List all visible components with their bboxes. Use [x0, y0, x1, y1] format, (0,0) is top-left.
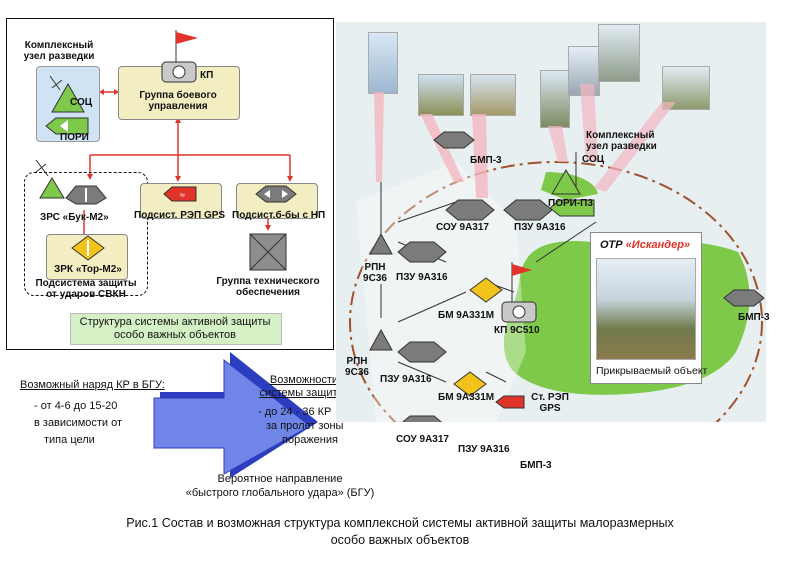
legend-buk-icon — [35, 159, 107, 205]
bmp-right-icon — [723, 289, 765, 307]
kp-flag-icon — [512, 264, 532, 276]
map-pzu-bottom-label: ПЗУ 9А316 — [458, 444, 510, 455]
kr-lines: - от 4-6 до 15-20 в зависимости от типа … — [34, 400, 123, 446]
kr-heading: Возможный наряд КР в БГУ: — [20, 379, 165, 391]
map-beams — [374, 84, 676, 383]
legend-zrs-buk-label: ЗРС «Бук-М2» — [40, 212, 109, 223]
legend-svkn-frame — [24, 172, 148, 296]
map-pzu-lower-label: ПЗУ 9А316 — [380, 374, 432, 385]
pzu-lower-icon — [397, 341, 447, 363]
map-pori-p3-label: ПОРИ-П3 — [548, 198, 593, 209]
map-bm-bottom-label: БМ 9А331М — [438, 392, 495, 403]
map-sou-top-label: СОУ 9А317 — [436, 222, 489, 233]
map-pzu-mid-label: ПЗУ 9А316 — [396, 272, 448, 283]
map-kp-9c510-label: КП 9С510 — [494, 325, 540, 336]
legend-kp-icon — [161, 61, 197, 83]
strike-direction-label: Вероятное направление«быстрого глобально… — [185, 473, 375, 499]
photo-buk-launcher — [418, 74, 464, 116]
bm-top-icon — [469, 277, 503, 303]
strike-direction-arrow — [153, 352, 318, 478]
figure-caption: Рис.1 Состав и возможная структура компл… — [126, 516, 674, 547]
map-bmp-right-label: БМП-3 — [738, 312, 770, 323]
rpn-bottom-icon — [369, 328, 393, 351]
legend-kp-label: КП — [200, 70, 214, 81]
legend-np-label: Подсист.б-бы с НП — [232, 210, 326, 221]
photo-antenna — [598, 24, 640, 82]
svg-text:≈: ≈ — [180, 190, 185, 200]
rpn-top-icon — [369, 232, 393, 255]
legend-gps-label: Подсист. РЭП GPS — [134, 210, 226, 221]
legend-zrk-tor-label: ЗРК «Тор-М2» — [54, 264, 122, 275]
pori-p3-icon — [549, 199, 595, 217]
legend-tor-icon — [71, 235, 105, 261]
map-pzu-top-label: ПЗУ 9А316 — [514, 222, 566, 233]
map-sou-bottom-label: СОУ 9А317 — [396, 434, 449, 445]
sots-right-icon — [551, 169, 581, 195]
legend-jammer-icon: ≈ — [163, 186, 197, 202]
map-sots-label: СОЦ — [582, 154, 605, 165]
map-bmp-bottom-label: БМП-3 — [520, 460, 552, 471]
sou-top-icon — [445, 199, 495, 221]
iskander-photo — [596, 258, 696, 360]
map-symbols — [369, 131, 765, 422]
legend-pori-label: ПОРИ — [60, 132, 89, 143]
bmp-top-icon — [433, 131, 475, 149]
bm-bottom-icon — [453, 371, 487, 397]
iskander-label: ОТР «Искандер» — [600, 239, 691, 251]
pzu-mid-icon — [397, 241, 447, 263]
map-bm-top-label: БМ 9А331М — [438, 310, 495, 321]
legend-sots-label: СОЦ — [70, 97, 93, 108]
photo-tor-vehicle — [470, 74, 516, 116]
legend-tech-icon — [249, 233, 287, 271]
protected-object-label: Прикрываемый объект — [596, 365, 708, 377]
sou-bottom-icon — [402, 415, 442, 422]
gps-jammer-icon — [495, 395, 525, 409]
legend-title-box — [70, 313, 282, 345]
pzu-top-icon — [503, 199, 553, 221]
map-bmp-top-label: БМП-3 — [470, 155, 502, 166]
legend-bmp-icon — [255, 185, 297, 203]
defense-lines: - до 24 - 36 КР за пролет зоны поражения — [258, 406, 344, 446]
legend-radar-icon — [45, 75, 89, 135]
